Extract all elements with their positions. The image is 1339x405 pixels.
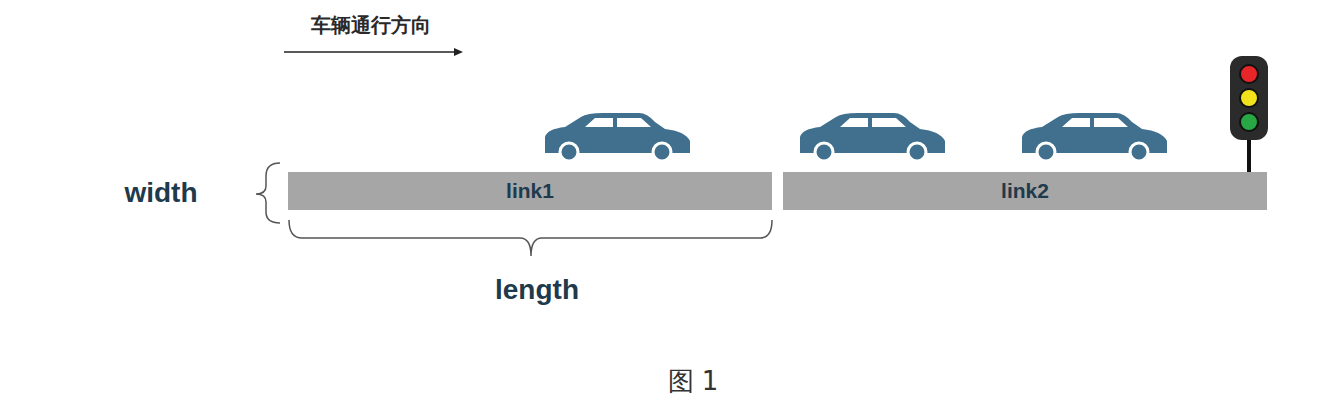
road-link: link2 (783, 172, 1267, 210)
width-brace (256, 163, 280, 223)
direction-label: 车辆通行方向 (311, 12, 431, 39)
dimension-label: width (124, 177, 197, 209)
direction-arrow (284, 51, 456, 53)
car (800, 113, 945, 161)
link-label: link2 (1001, 179, 1049, 203)
link-label: link1 (506, 179, 554, 203)
arrow-head (454, 48, 463, 56)
figure-caption: 图 1 (668, 364, 719, 399)
dimension-label: length (495, 274, 579, 306)
road-link: link1 (288, 172, 772, 210)
car (545, 113, 690, 161)
car (1022, 113, 1167, 161)
length-brace (289, 220, 772, 256)
traffic-light (1230, 56, 1268, 173)
